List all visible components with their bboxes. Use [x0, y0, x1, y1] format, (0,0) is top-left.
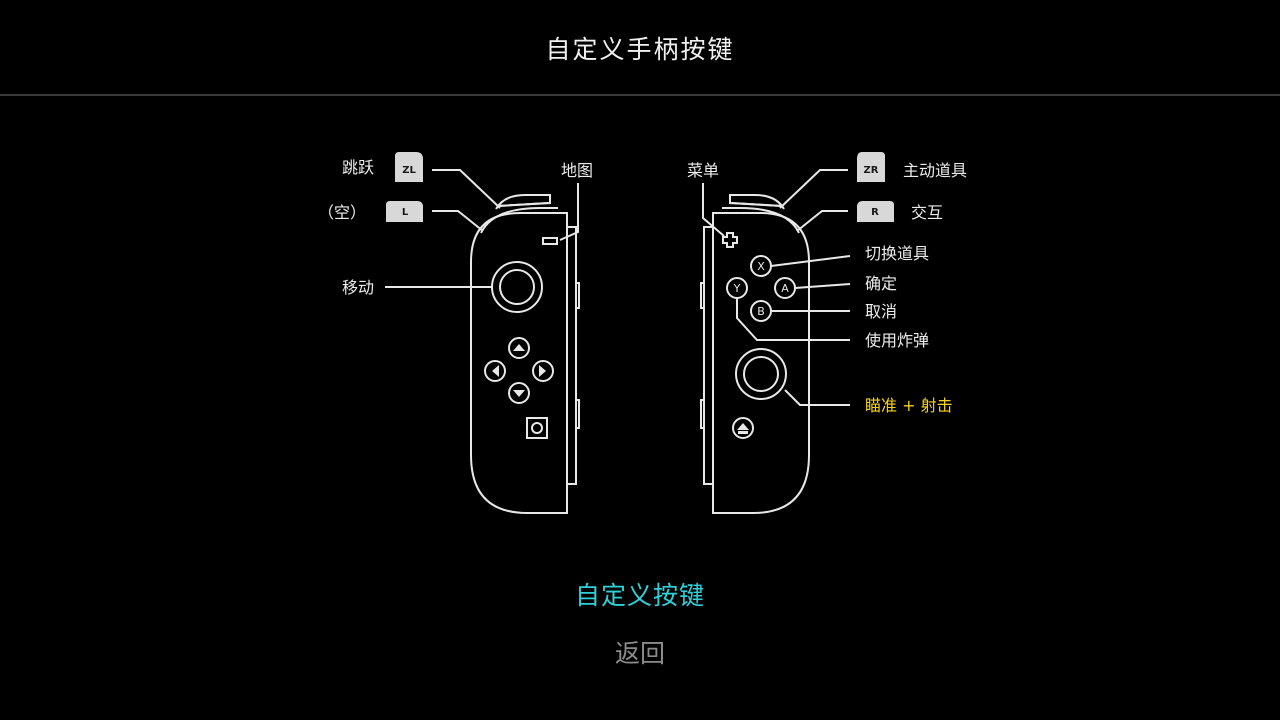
- left-stick[interactable]: [491, 261, 543, 313]
- dpad-left-button[interactable]: [484, 360, 506, 382]
- header-bar: 自定义手柄按键: [0, 0, 1280, 96]
- minus-action-label: 地图: [561, 161, 593, 180]
- dpad-down-button[interactable]: [508, 382, 530, 404]
- zl-key-badge: ZL: [395, 152, 423, 182]
- r-action-label: 交互: [911, 203, 943, 222]
- x-action-label: 切换道具: [865, 244, 929, 263]
- svg-text:A: A: [781, 282, 789, 295]
- y-button[interactable]: Y: [726, 277, 748, 299]
- right-leader-lines: [702, 169, 851, 406]
- svg-text:X: X: [757, 260, 765, 273]
- plus-action-label: 菜单: [687, 161, 719, 180]
- dpad-right-button[interactable]: [532, 360, 554, 382]
- l-action-label: （空）: [318, 203, 366, 222]
- zl-action-label: 跳跃: [342, 158, 374, 177]
- y-action-label: 使用炸弹: [865, 331, 929, 350]
- dpad-up-button[interactable]: [508, 337, 530, 359]
- right-joycon: [700, 194, 810, 514]
- x-button[interactable]: X: [750, 255, 772, 277]
- right-stick[interactable]: [735, 348, 787, 400]
- a-button[interactable]: A: [774, 277, 796, 299]
- svg-text:B: B: [757, 305, 765, 318]
- page-title: 自定义手柄按键: [545, 35, 735, 64]
- plus-button[interactable]: [722, 232, 738, 248]
- capture-button[interactable]: [526, 417, 548, 439]
- home-button[interactable]: [732, 417, 754, 439]
- left-stick-action-label: 移动: [342, 278, 374, 297]
- b-action-label: 取消: [865, 302, 897, 321]
- b-button[interactable]: B: [750, 300, 772, 322]
- zr-key-badge: ZR: [857, 152, 885, 182]
- r-key-badge: R: [857, 201, 894, 222]
- l-key-badge: L: [386, 201, 423, 222]
- svg-text:L: L: [402, 207, 409, 218]
- customize-keys-option[interactable]: 自定义按键: [574, 581, 705, 610]
- minus-button[interactable]: [542, 237, 558, 245]
- left-joycon: [470, 194, 580, 514]
- svg-text:Y: Y: [733, 282, 741, 295]
- svg-text:R: R: [871, 207, 879, 218]
- svg-text:ZL: ZL: [402, 165, 416, 176]
- a-action-label: 确定: [865, 274, 897, 293]
- back-option[interactable]: 返回: [614, 639, 665, 668]
- svg-text:ZR: ZR: [864, 165, 879, 176]
- zr-action-label: 主动道具: [903, 161, 967, 180]
- left-leader-lines: [385, 169, 579, 288]
- right-stick-action-label: 瞄准 + 射击: [865, 396, 953, 415]
